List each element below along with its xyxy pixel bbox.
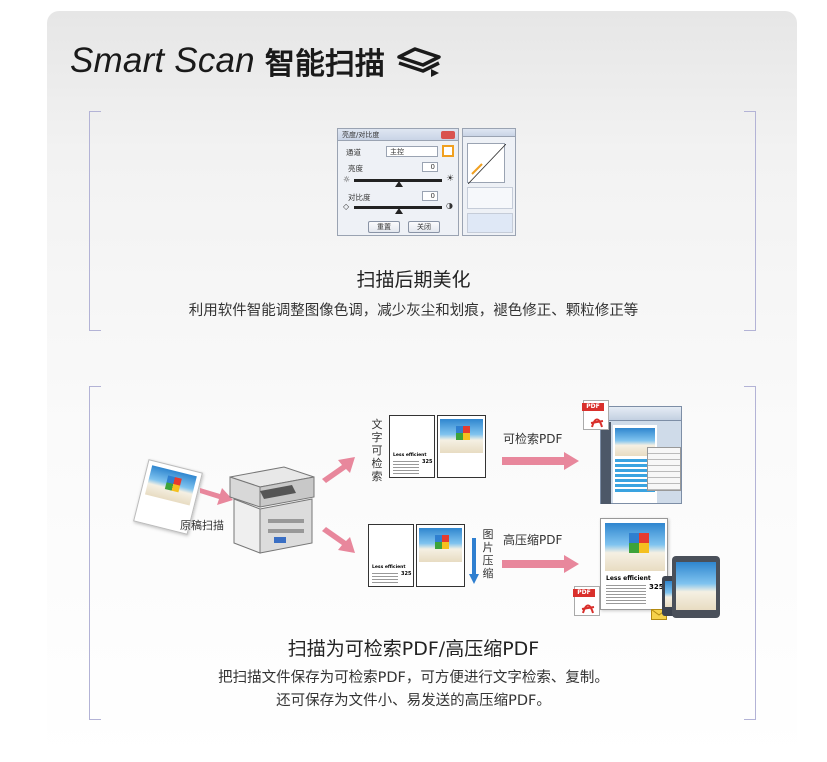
compress-down-arrow — [469, 538, 479, 584]
pinwheel-icon-compressed — [629, 533, 649, 553]
tone-curve-dialog — [462, 128, 516, 236]
brightness-slider[interactable] — [354, 179, 442, 182]
section1-bracket-left — [89, 111, 101, 331]
contrast-slider-thumb[interactable] — [395, 208, 403, 214]
context-menu — [647, 447, 681, 491]
channel-apply-icon[interactable] — [442, 145, 454, 157]
pdf-badge-upper-label: PDF — [582, 403, 604, 411]
section2-description-line1: 把扫描文件保存为可检索PDF，可方便进行文字检索、复制。 — [218, 670, 609, 686]
compressed-number: 325 — [649, 583, 664, 591]
acrobat-icon-upper — [590, 418, 604, 428]
close-icon[interactable] — [441, 131, 455, 139]
sun-dim-icon: ☼ — [343, 175, 351, 184]
arrow-to-compressed-pdf — [502, 555, 579, 573]
brightness-value-field[interactable]: 0 — [422, 162, 438, 172]
contrast-slider[interactable] — [354, 206, 442, 209]
text-page-lower-number: 325 — [401, 571, 412, 577]
arrow-down-right — [322, 527, 355, 553]
photo-page-upper — [437, 415, 486, 478]
brightness-slider-thumb[interactable] — [395, 181, 403, 187]
compressed-pdf-label: 高压缩PDF — [503, 533, 563, 547]
curve-graph — [467, 143, 507, 185]
pdf-badge-lower: PDF — [573, 586, 600, 616]
tablet-icon — [672, 556, 720, 618]
channel-select[interactable]: 主控 — [386, 146, 438, 157]
sun-bright-icon: ☀ — [446, 174, 455, 184]
section1-title: 扫描后期美化 — [356, 269, 471, 291]
arrow-to-machine — [200, 488, 233, 505]
pdf-viewer-window — [600, 406, 682, 504]
text-page-upper-heading: Less efficient — [393, 453, 427, 458]
tablet-screen — [676, 562, 716, 610]
pdf-badge-lower-label: PDF — [573, 589, 595, 597]
contrast-low-icon: ◇ — [343, 202, 350, 211]
title-english: Smart Scan — [70, 41, 255, 80]
printer-icon — [229, 466, 315, 554]
contrast-value-field[interactable]: 0 — [422, 191, 438, 201]
title-chinese: 智能扫描 — [264, 47, 385, 82]
curve-titlebar — [463, 129, 515, 137]
section1-description: 利用软件智能调整图像色调，减少灰尘和划痕，褪色修正、颗粒修正等 — [188, 303, 639, 319]
text-page-lower: Less efficient 325 — [368, 524, 414, 587]
text-searchable-vertical-label: 文字可检索 — [371, 418, 383, 483]
pinwheel-icon-lower — [435, 535, 449, 549]
pdf-badge-upper: PDF — [582, 400, 609, 430]
curve-preview — [467, 213, 513, 233]
compressed-text-lines — [606, 585, 646, 605]
image-compress-vertical-label: 图片压缩 — [482, 528, 494, 580]
section1-bracket-right — [744, 111, 756, 331]
channel-label: 通道 — [346, 148, 361, 157]
text-page-lower-heading: Less efficient — [372, 565, 406, 570]
reset-button[interactable]: 重置 — [368, 221, 400, 233]
searchable-pdf-label: 可检索PDF — [503, 432, 563, 446]
section2-bracket-right — [744, 386, 756, 720]
contrast-high-icon: ◑ — [446, 201, 453, 210]
acrobat-icon-lower — [581, 604, 595, 614]
pinwheel-icon-upper — [456, 426, 470, 440]
photo-page-lower — [416, 524, 465, 587]
viewer-sidebar — [601, 422, 611, 504]
brightness-label: 亮度 — [348, 164, 363, 173]
text-lines — [393, 461, 419, 475]
section2-bracket-left — [89, 386, 101, 720]
text-page-upper: Less efficient 325 — [389, 415, 435, 478]
text-lines-lower — [372, 573, 398, 585]
original-scan-label: 原稿扫描 — [180, 519, 224, 532]
dialog-titlebar: 亮度/对比度 — [338, 129, 458, 141]
arrow-up-right — [322, 457, 355, 483]
curve-controls — [467, 187, 513, 209]
compressed-pdf-page: Less efficient 325 — [600, 518, 668, 610]
brightness-contrast-dialog: 亮度/对比度 通道 主控 亮度 0 ☼ ☀ 对比度 0 ◇ ◑ 重置 关闭 — [337, 128, 459, 236]
compressed-heading: Less efficient — [606, 575, 651, 582]
text-page-upper-number: 325 — [422, 459, 433, 465]
scanner-icon — [397, 47, 441, 77]
contrast-label: 对比度 — [348, 193, 371, 202]
header: Smart Scan 智能扫描 — [70, 38, 445, 84]
viewer-toolbar — [601, 407, 681, 421]
close-button[interactable]: 关闭 — [408, 221, 440, 233]
section2-description-line2: 还可保存为文件小、易发送的高压缩PDF。 — [276, 693, 551, 709]
section2-title: 扫描为可检索PDF/高压缩PDF — [287, 638, 540, 660]
arrow-to-searchable-pdf — [502, 452, 579, 470]
